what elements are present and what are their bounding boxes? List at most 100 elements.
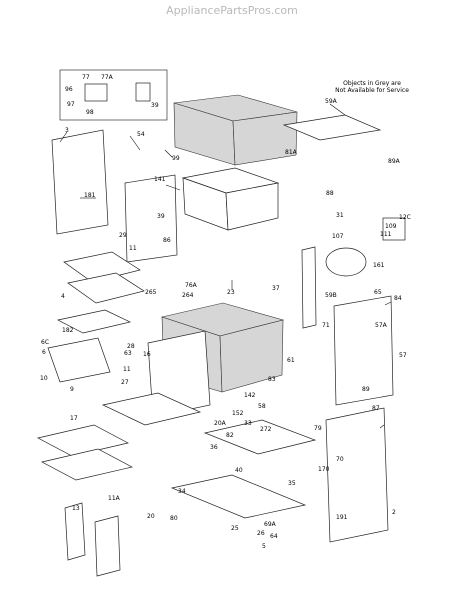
callout-9: 9 [70, 386, 74, 393]
motor-part [382, 217, 406, 241]
callout-40: 40 [235, 467, 243, 474]
callout-57A: 57A [375, 322, 388, 329]
callout-6: 6 [42, 349, 46, 356]
lower-oven-bottom [101, 392, 202, 426]
callout-63: 63 [124, 350, 132, 357]
callout-80: 80 [170, 515, 178, 522]
base-frame [170, 419, 317, 519]
callout-77: 77 [82, 74, 90, 81]
callout-58: 58 [258, 403, 266, 410]
callout-96: 96 [65, 86, 73, 93]
note-line-1: Objects in Grey are [343, 80, 401, 87]
callout-87: 87 [372, 405, 380, 412]
back-panel [333, 295, 394, 406]
upper-oven-liner [181, 167, 280, 231]
callout-109: 109 [385, 223, 397, 230]
callout-20: 20 [147, 513, 155, 520]
callout-111: 111 [380, 231, 392, 238]
broiler-pan-upper [56, 309, 132, 334]
callout-59A: 59A [325, 98, 338, 105]
callout-17: 17 [70, 415, 78, 422]
rack-slide-right [94, 515, 121, 577]
callout-4: 4 [61, 293, 65, 300]
callout-89A: 89A [388, 158, 401, 165]
control-housing [282, 114, 382, 141]
watermark-text: AppliancePartsPros.com [166, 4, 298, 17]
callout-61: 61 [287, 357, 295, 364]
callout-20A: 20A [214, 420, 227, 427]
callout-27: 27 [121, 379, 129, 386]
callout-11-lower: 11 [123, 366, 131, 373]
note-line-2: Not Available for Service [335, 87, 409, 94]
callout-37: 37 [272, 285, 280, 292]
callout-84: 84 [394, 295, 402, 302]
callout-71: 71 [322, 322, 330, 329]
callout-5: 5 [262, 543, 266, 550]
callout-89: 89 [362, 386, 370, 393]
callout-182: 182 [62, 327, 74, 334]
callout-170: 170 [318, 466, 330, 473]
callout-25: 25 [231, 525, 239, 532]
side-panel-right [325, 407, 389, 543]
callout-6C: 6C [41, 339, 49, 346]
callout-142: 142 [244, 392, 256, 399]
callout-98: 98 [86, 109, 94, 116]
callout-77A: 77A [101, 74, 114, 81]
callout-54: 54 [137, 131, 145, 138]
leader-lines [59, 103, 392, 429]
callout-76A: 76A [185, 282, 198, 289]
callout-191: 191 [336, 514, 348, 521]
inset-connector-part [135, 82, 151, 102]
callout-97: 97 [67, 101, 75, 108]
rack-slide-left [64, 502, 86, 561]
callout-26: 26 [257, 530, 265, 537]
upper-oven-cabinet [173, 94, 298, 166]
callout-39-inset: 39 [151, 102, 159, 109]
callout-181: 181 [84, 192, 96, 199]
callout-11: 11 [129, 245, 137, 252]
callout-272: 272 [260, 426, 272, 433]
upper-door-panel [124, 174, 178, 263]
callout-31: 31 [336, 212, 344, 219]
callout-11A: 11A [108, 495, 121, 502]
callout-141: 141 [154, 176, 166, 183]
callout-2: 2 [392, 509, 396, 516]
callout-33: 33 [244, 420, 252, 427]
callout-69A: 69A [264, 521, 277, 528]
callout-39: 39 [157, 213, 165, 220]
inset-bracket-part [84, 83, 108, 102]
callout-107: 107 [332, 233, 344, 240]
callout-265: 265 [145, 289, 157, 296]
callout-99: 99 [172, 155, 180, 162]
broiler-grid [47, 337, 111, 383]
callout-29: 29 [119, 232, 127, 239]
door-glass-upper [51, 129, 109, 235]
callout-16: 16 [143, 351, 151, 358]
callout-35: 35 [288, 480, 296, 487]
callout-88: 88 [326, 190, 334, 197]
inset-box [59, 69, 168, 121]
callout-12C: 12C [399, 214, 411, 221]
callout-59B: 59B [325, 292, 337, 299]
callout-82: 82 [226, 432, 234, 439]
callout-labels: 3 181 54 99 141 39 29 86 11 4 6C 6 182 1… [40, 74, 411, 550]
callout-161: 161 [373, 262, 385, 269]
callout-65: 65 [374, 289, 382, 296]
convection-fan [325, 247, 367, 277]
callout-64: 64 [270, 533, 278, 540]
callout-36: 36 [210, 444, 218, 451]
callout-86: 86 [163, 237, 171, 244]
callout-79: 79 [314, 425, 322, 432]
callout-264: 264 [182, 292, 194, 299]
callout-28: 28 [127, 343, 135, 350]
callout-57: 57 [399, 352, 407, 359]
vent-duct [301, 246, 317, 329]
callout-10: 10 [40, 375, 48, 382]
callout-70: 70 [336, 456, 344, 463]
callout-152: 152 [232, 410, 244, 417]
callout-13: 13 [72, 505, 80, 512]
callout-34: 34 [178, 488, 186, 495]
callout-3: 3 [65, 127, 69, 134]
lower-rack [37, 424, 133, 481]
